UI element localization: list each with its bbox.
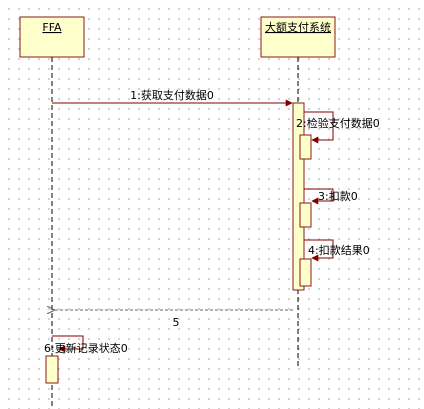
message-label: 2:检验支付数据0 (296, 116, 380, 130)
message-4[interactable]: 4:扣款结果0 (304, 239, 370, 262)
message-label: 1:获取支付数据0 (130, 88, 214, 102)
message-label: 4:扣款结果0 (308, 243, 370, 257)
self-call-arrow (304, 188, 334, 205)
message-label: 3:扣款0 (318, 189, 358, 203)
activation-bar-ffa (45, 355, 59, 384)
message-label: 5 (173, 316, 180, 329)
participant-box (19, 16, 85, 58)
participant-ffa[interactable]: FFA (19, 16, 85, 58)
participant-system[interactable]: 大额支付系统 (260, 16, 336, 58)
activation-bar-check (299, 134, 312, 160)
self-call-arrow (304, 111, 334, 144)
participant-name: 大额支付系统 (265, 20, 331, 34)
message-1[interactable]: 1:获取支付数据0 (52, 88, 293, 107)
self-call-arrow (304, 239, 334, 262)
message-5[interactable]: 5 (54, 310, 293, 329)
activation-bar-system (292, 102, 305, 291)
message-3[interactable]: 3:扣款0 (304, 188, 358, 205)
message-2[interactable]: 2:检验支付数据0 (296, 111, 380, 144)
participant-box (260, 16, 336, 58)
message-6[interactable]: 6:更新记录状态0 (44, 335, 128, 355)
activation-bar-result (299, 258, 312, 287)
message-label: 6:更新记录状态0 (44, 341, 128, 355)
participant-name: FFA (42, 21, 62, 34)
activation-bar-deduct (299, 202, 312, 228)
self-call-arrow (52, 335, 84, 353)
